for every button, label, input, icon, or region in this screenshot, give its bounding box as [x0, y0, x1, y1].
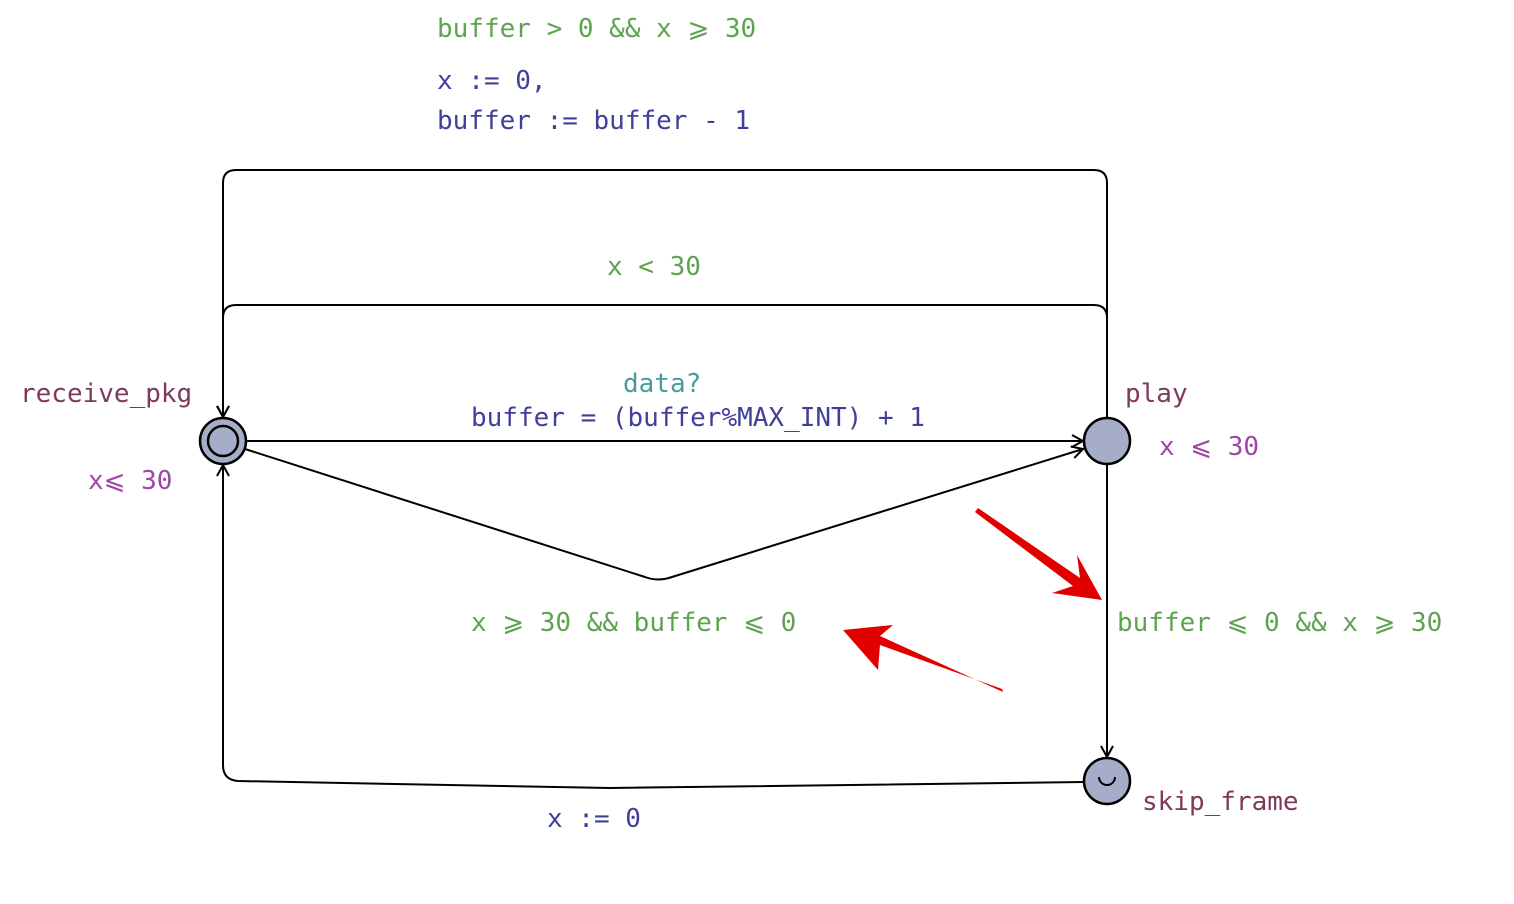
assign-skip-receive: x := 0 [547, 804, 641, 834]
location-play[interactable] [1082, 416, 1132, 466]
edge-receive-to-play-v[interactable] [244, 449, 1083, 581]
assign-receive-play: buffer = (buffer%MAX_INT) + 1 [471, 403, 925, 433]
guard-top-edge: buffer > 0 && x ⩾ 30 [437, 14, 756, 44]
edge-play-to-receive-mid[interactable] [223, 304, 1108, 418]
assign-top-edge-2: buffer := buffer - 1 [437, 106, 750, 136]
assign-top-edge-1: x := 0, [437, 66, 547, 96]
edge-skip-to-receive[interactable] [223, 465, 1085, 790]
location-name-receive-pkg: receive_pkg [20, 379, 192, 409]
initial-marker-icon [206, 424, 240, 458]
guard-mid-edge: x < 30 [607, 252, 701, 282]
location-name-play: play [1125, 379, 1188, 409]
red-arrow-icon [843, 625, 1003, 692]
edge-play-to-receive-top[interactable] [223, 169, 1108, 418]
committed-marker-icon [1098, 776, 1116, 786]
location-skip-frame[interactable] [1082, 756, 1132, 806]
guard-play-skip: buffer ⩽ 0 && x ⩾ 30 [1117, 608, 1442, 638]
location-receive-pkg[interactable] [198, 416, 248, 466]
invariant-receive-pkg: x⩽ 30 [88, 466, 172, 496]
sync-receive-play: data? [623, 369, 701, 399]
red-arrow-icon [975, 508, 1102, 600]
location-name-skip-frame: skip_frame [1142, 787, 1299, 817]
guard-v-edge: x ⩾ 30 && buffer ⩽ 0 [471, 608, 796, 638]
invariant-play: x ⩽ 30 [1159, 432, 1259, 462]
